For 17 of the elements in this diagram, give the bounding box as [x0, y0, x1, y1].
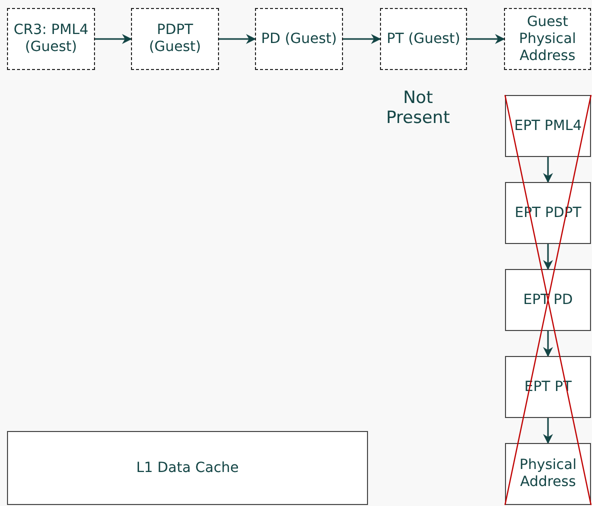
dashed-box: CR3: PML4 (Guest): [7, 8, 95, 70]
dashed-box: PDPT (Guest): [131, 8, 219, 70]
table-box: L1 Data Cache: [7, 431, 368, 505]
arrow: [467, 34, 505, 44]
arrow: [543, 157, 553, 183]
dashed-box: PD (Guest): [255, 8, 343, 70]
arrow: [543, 244, 553, 270]
arrow: [343, 34, 381, 44]
note-text: Not Present: [385, 88, 451, 128]
arrow: [95, 34, 132, 44]
dashed-box: Guest Physical Address: [504, 8, 591, 70]
table-box: Physical Address: [505, 443, 591, 505]
table-box: EPT PML4: [505, 95, 591, 157]
dashed-box: PT (Guest): [380, 8, 467, 70]
arrow: [219, 34, 256, 44]
arrow: [543, 418, 553, 444]
arrow: [543, 331, 553, 357]
